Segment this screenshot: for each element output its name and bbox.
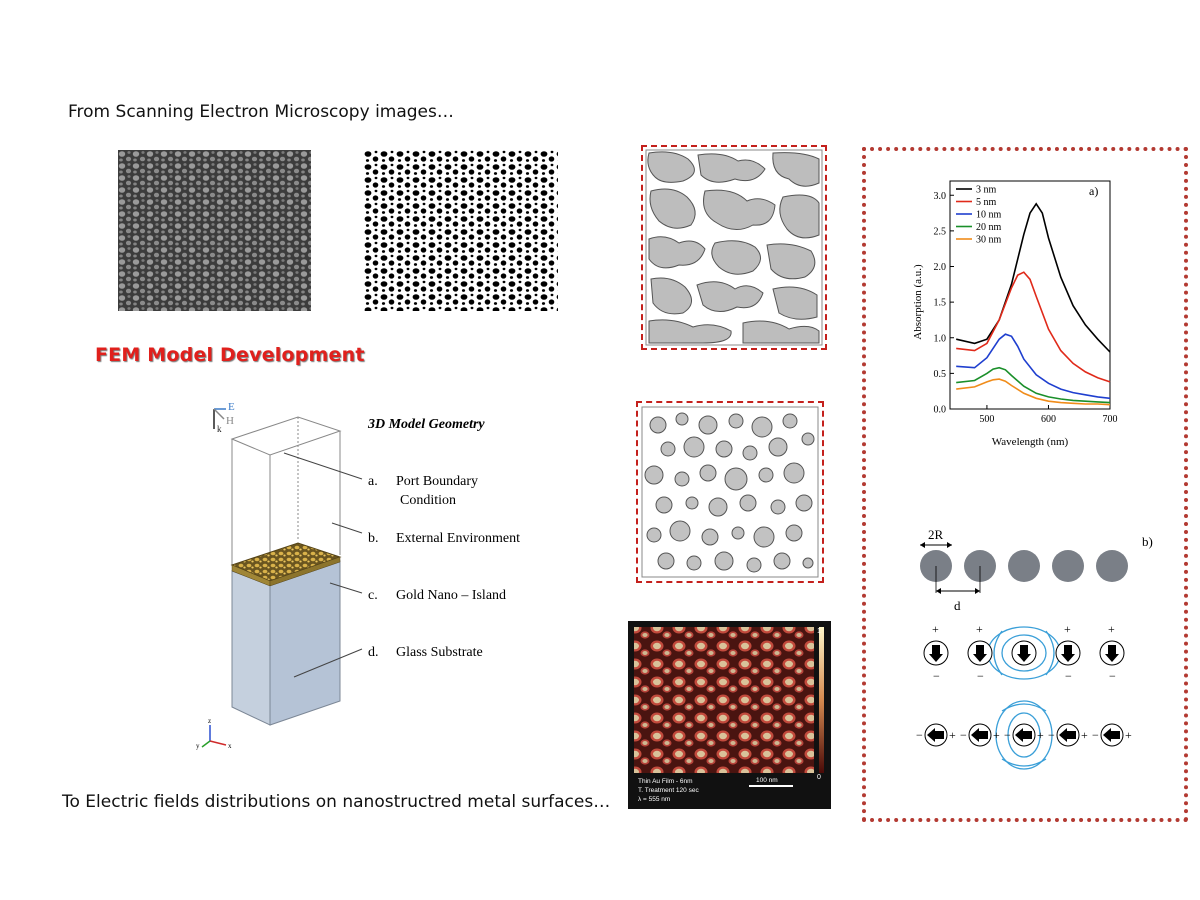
bottom-caption: To Electric fields distributions on nano… [62, 792, 611, 812]
minus-sign: − [977, 669, 984, 683]
plot-frame [949, 180, 1111, 410]
y-tick-label: 3.0 [934, 191, 947, 202]
longitudinal-field-lines [995, 700, 1053, 770]
absorption-chart: 0.0 0.5 1.0 1.5 2.0 2.5 3.0 500 600 700 3 nm5 nm 10… [912, 180, 1118, 448]
polarization-axis-icon: E H k [213, 401, 235, 434]
field-map-heatmap: 1 0 Thin Au Film - 6nm T. Treatment 120 … [634, 627, 824, 803]
legend-label: 10 nm [976, 210, 1002, 221]
transverse-charges: + − + − + − + − [932, 622, 1116, 683]
minus-sign: − [1048, 728, 1055, 742]
longitudinal-charges: − + − + − + − + − + [916, 728, 1132, 742]
chart-y-axis-label: Absorption (a.u.) [912, 264, 924, 340]
x-tick-label: 600 [1041, 414, 1056, 425]
colorbar-min-label: 0 [817, 774, 821, 781]
nanoparticle [1096, 550, 1128, 582]
item-b-letter: b. [368, 531, 379, 546]
item-d-letter: d. [368, 645, 379, 660]
top-caption: From Scanning Electron Microscopy images… [68, 102, 454, 122]
dipole-coupling-diagram: b) 2R d + − [916, 527, 1153, 770]
plus-sign: + [1064, 622, 1071, 636]
axis-k-label: k [217, 424, 222, 434]
scale-bar-label: 100 nm [756, 777, 778, 784]
leader-lines [283, 452, 363, 678]
legend-label: 5 nm [976, 197, 997, 208]
chart-x-axis-label: Wavelength (nm) [992, 436, 1069, 448]
field-map-line3: λ = 555 nm [638, 796, 670, 803]
panel-b-label: b) [1142, 534, 1153, 549]
item-a-letter: a. [368, 474, 378, 489]
gold-island-shapes-1 [645, 149, 823, 346]
model-heading: 3D Model Geometry [367, 417, 485, 432]
xyz-axis-triad: z x y [196, 717, 232, 750]
chart-panel-label: a) [1089, 184, 1098, 198]
x-tick-label: 500 [979, 414, 994, 425]
legend-label: 30 nm [976, 235, 1002, 246]
minus-sign: − [1065, 669, 1072, 683]
minus-sign: − [1004, 728, 1011, 742]
axis-x-label: x [228, 742, 232, 750]
glass-substrate [231, 560, 341, 726]
item-d-text: Glass Substrate [396, 645, 483, 660]
electric-field-map: 1 0 Thin Au Film - 6nm T. Treatment 120 … [628, 621, 831, 809]
y-tick-label: 1.5 [934, 298, 947, 309]
plus-sign: + [1081, 728, 1088, 742]
plus-sign: + [1037, 728, 1044, 742]
x-tick-label: 700 [1103, 414, 1118, 425]
item-b-text: External Environment [396, 531, 520, 546]
minus-sign: − [933, 669, 940, 683]
island-geometry-panel-2 [636, 401, 824, 583]
y-tick-label: 2.0 [934, 262, 947, 273]
series-line-10-nm [956, 333, 1111, 400]
plus-sign: + [949, 728, 956, 742]
item-c-letter: c. [368, 588, 378, 603]
field-map-line1: Thin Au Film - 6nm [638, 778, 693, 785]
minus-sign: − [960, 728, 967, 742]
gold-island-layer [230, 542, 342, 587]
axis-h-label: H [226, 415, 234, 427]
nanoparticle [1052, 550, 1084, 582]
y-tick-label: 2.5 [934, 226, 947, 237]
plus-sign: + [932, 622, 939, 636]
axis-y-label: y [196, 742, 200, 750]
y-tick-label: 1.0 [934, 333, 947, 344]
field-map-line2: T. Treatment 120 sec [638, 787, 699, 794]
transverse-dipoles [923, 640, 1125, 666]
nanoparticle-chain [920, 550, 1128, 582]
minus-sign: − [1109, 669, 1116, 683]
item-a-text-line2: Condition [400, 493, 456, 508]
axis-e-label: E [228, 401, 235, 413]
longitudinal-dipoles [924, 723, 1124, 747]
item-c-text: Gold Nano – Island [396, 588, 506, 603]
axis-z-label: z [208, 717, 211, 725]
binarized-sem-image [364, 150, 558, 311]
nanoparticle [1008, 550, 1040, 582]
plus-sign: + [976, 622, 983, 636]
gold-island-shapes-2 [641, 406, 819, 578]
plus-sign: + [1108, 622, 1115, 636]
series-line-3-nm [956, 202, 1111, 353]
spacing-label: d [954, 598, 961, 613]
plus-sign: + [993, 728, 1000, 742]
series-line-5-nm [956, 271, 1111, 383]
legend-label: 3 nm [976, 185, 997, 196]
item-a-text: Port Boundary [396, 474, 478, 489]
minus-sign: − [916, 728, 923, 742]
series-line-30-nm [956, 378, 1111, 406]
minus-sign: − [1092, 728, 1099, 742]
sem-image [118, 150, 311, 311]
y-tick-label: 0.0 [934, 405, 947, 416]
colorbar-max-label: 1 [817, 628, 821, 635]
plus-sign: + [1125, 728, 1132, 742]
y-tick-label: 0.5 [934, 369, 947, 380]
fem-title: FEM Model Development [95, 344, 365, 366]
legend-label: 20 nm [976, 222, 1002, 233]
diameter-label: 2R [928, 527, 944, 542]
series-line-20-nm [956, 366, 1111, 404]
island-geometry-panel-1 [641, 145, 827, 350]
model-geometry-diagram: E H k 3D Model Geometry a [196, 401, 520, 750]
